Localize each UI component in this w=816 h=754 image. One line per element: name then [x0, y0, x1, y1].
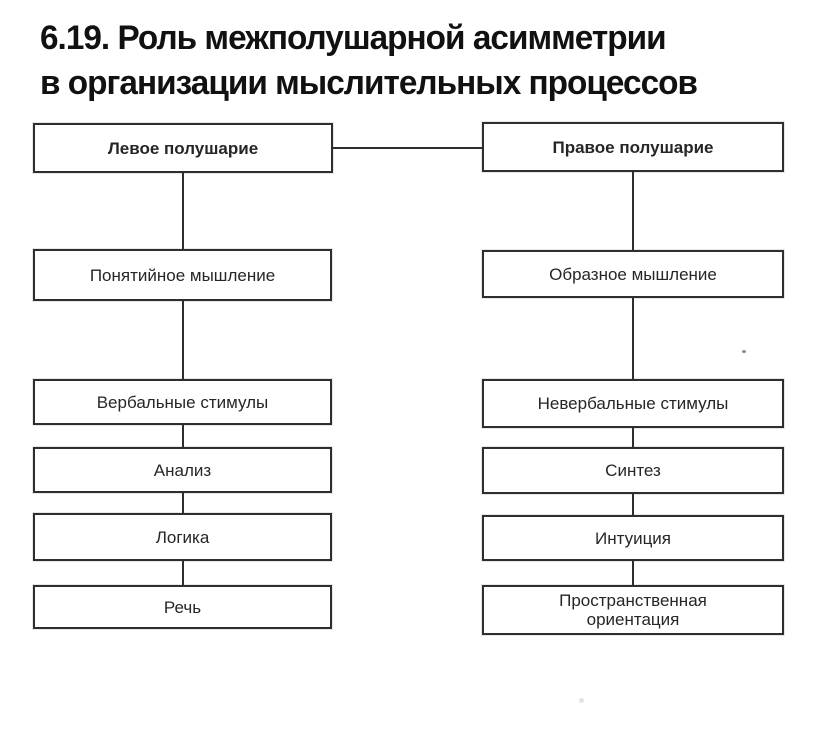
connector-right-5 [632, 561, 634, 585]
node-right-hemisphere: Правое полушарие [482, 122, 784, 172]
connector-right-4 [632, 494, 634, 515]
title-line-2: в организации мыслительных процессов [40, 64, 698, 102]
connector-right-2 [632, 298, 634, 379]
connector-left-2 [182, 301, 184, 379]
node-analysis: Анализ [33, 447, 332, 493]
scan-speck [742, 350, 746, 353]
node-intuition: Интуиция [482, 515, 784, 561]
node-verbal-stimuli: Вербальные стимулы [33, 379, 332, 425]
scan-speck [579, 698, 584, 703]
connector-right-1 [632, 172, 634, 250]
node-conceptual-thinking: Понятийное мышление [33, 249, 332, 301]
title-line-1: 6.19. Роль межполушарной асимметрии [40, 19, 667, 57]
connector-left-3 [182, 425, 184, 447]
node-nonverbal-stimuli: Невербальные стимулы [482, 379, 784, 428]
node-speech: Речь [33, 585, 332, 629]
connector-left-4 [182, 493, 184, 513]
connector-hemispheres [333, 147, 482, 149]
node-imagery-thinking: Образное мышление [482, 250, 784, 298]
node-spatial-orientation: Пространственная ориентация [482, 585, 784, 635]
connector-right-3 [632, 428, 634, 447]
node-logic: Логика [33, 513, 332, 561]
connector-left-1 [182, 173, 184, 249]
connector-left-5 [182, 561, 184, 585]
node-left-hemisphere: Левое полушарие [33, 123, 333, 173]
page-title: 6.19. Роль межполушарной асимметрии в орг… [40, 16, 698, 106]
node-synthesis: Синтез [482, 447, 784, 494]
